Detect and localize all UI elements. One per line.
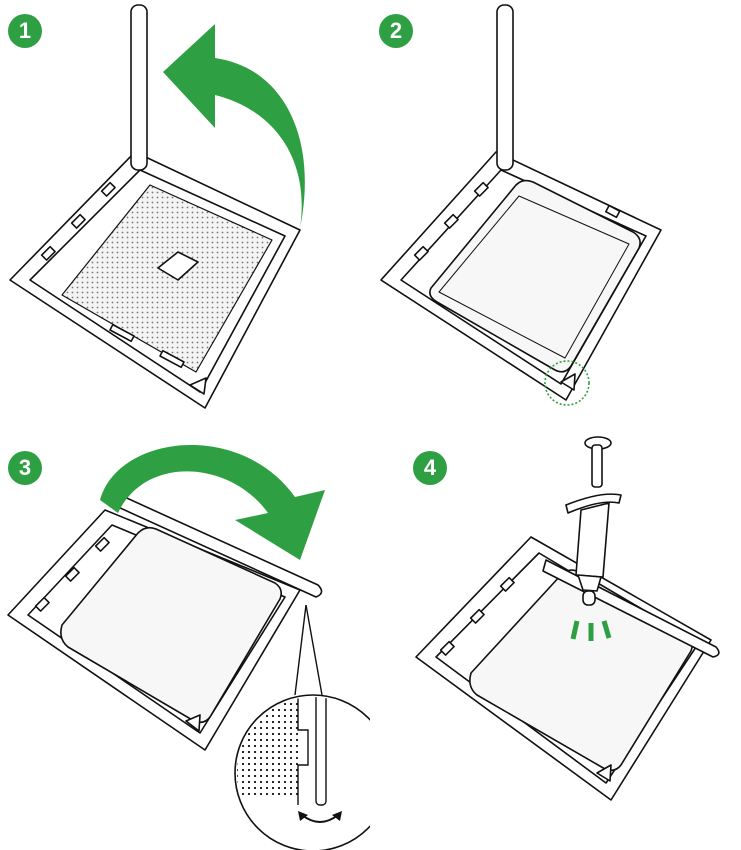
step-3-panel: 3 — [0, 425, 370, 850]
step-4-panel: 4 — [371, 425, 741, 850]
cpu-placement-illustration — [371, 0, 741, 425]
socket-open-lever-illustration — [0, 0, 370, 425]
socket-lever — [497, 5, 513, 170]
socket-lever — [131, 5, 147, 170]
step-1-panel: 1 — [0, 0, 370, 425]
step-2-panel: 2 — [371, 0, 741, 425]
socket-close-lever-illustration — [0, 425, 370, 850]
thermal-paste-illustration — [371, 425, 741, 850]
